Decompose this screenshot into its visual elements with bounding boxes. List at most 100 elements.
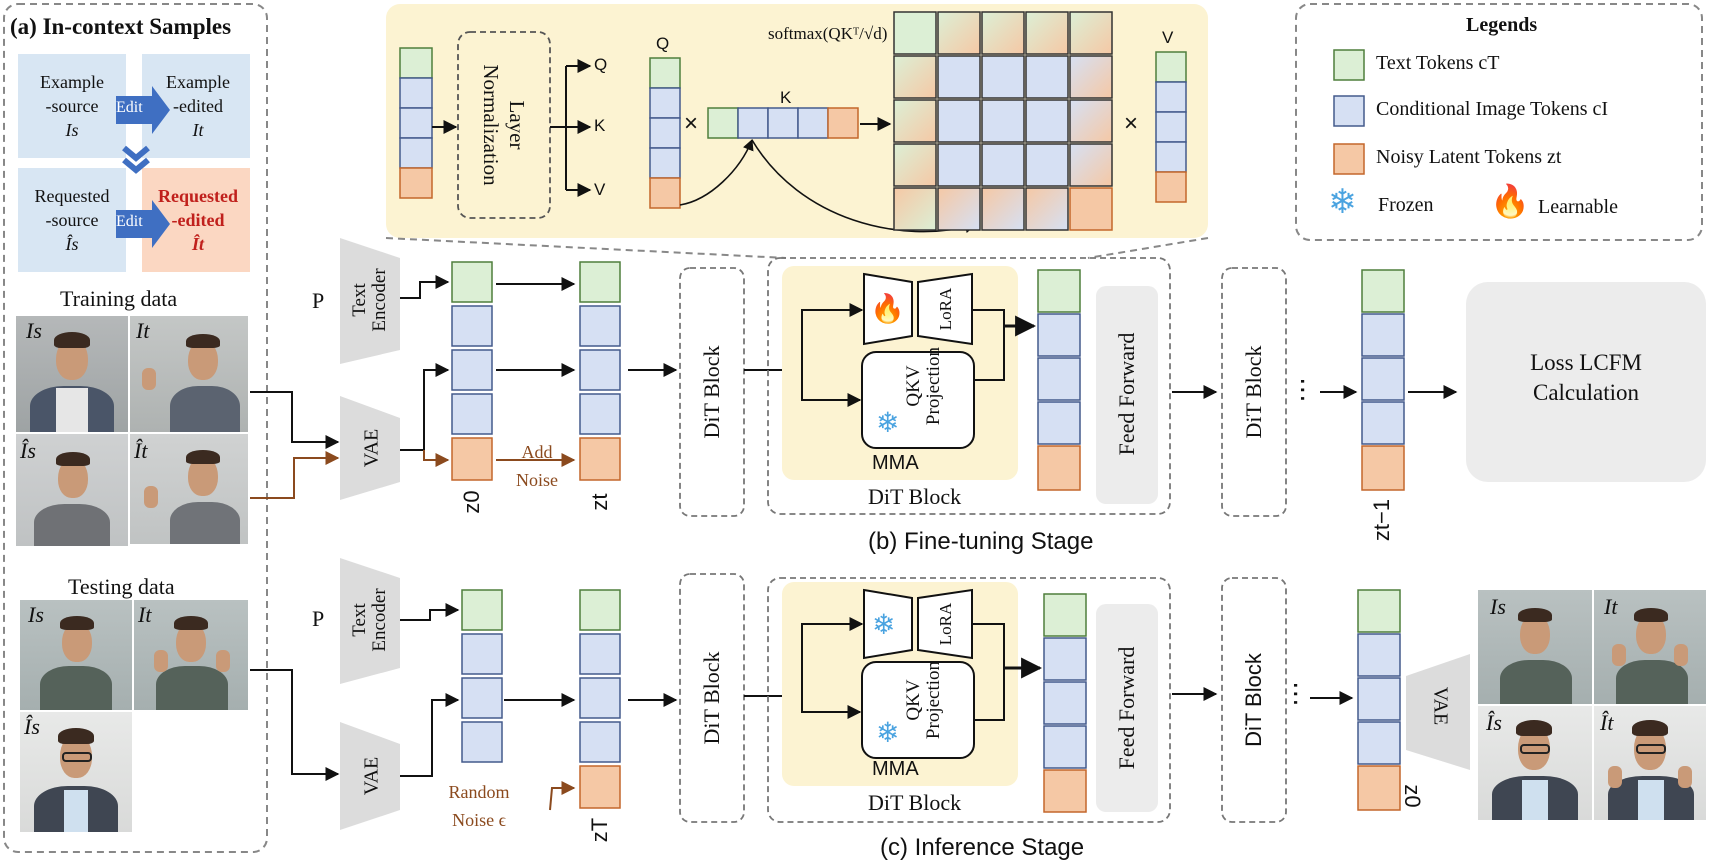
dit-block-1-finetune bbox=[679, 267, 745, 517]
inference-caption: (c) Inference Stage bbox=[880, 834, 1085, 861]
zT-tokens-inference bbox=[579, 589, 621, 809]
example-edited-line1: Example bbox=[166, 72, 230, 92]
snowflake-icon: ❄ bbox=[1328, 183, 1357, 221]
z0-tokens-inference bbox=[461, 589, 503, 763]
flame-icon: 🔥 bbox=[870, 293, 905, 324]
layer-norm-label: Layer Normalization bbox=[479, 64, 529, 186]
q-branch-label: Q bbox=[594, 55, 608, 74]
training-data-label: Training data bbox=[60, 286, 178, 311]
text-encoder-label-finetune: Text Encoder bbox=[349, 268, 390, 332]
legend-title: Legends bbox=[1466, 14, 1538, 36]
zt-minus-1-tokens bbox=[1361, 269, 1405, 491]
random-noise-line1: Random bbox=[448, 782, 510, 802]
training-image-requested-source bbox=[16, 434, 128, 546]
img-label-it-test: It bbox=[138, 602, 152, 627]
flame-icon: 🔥 bbox=[1490, 183, 1530, 219]
requested-source-line2: -source bbox=[45, 210, 99, 230]
chevron-down-icon bbox=[122, 157, 150, 174]
requested-source-line1: Requested bbox=[34, 186, 110, 206]
mma-label-finetune: MMA bbox=[872, 452, 919, 474]
img-label-is-test: Is bbox=[28, 602, 44, 627]
img-label-it-train: It bbox=[136, 318, 150, 343]
vae-decoder-shape bbox=[1406, 654, 1470, 770]
loss-line2: Calculation bbox=[1532, 380, 1640, 405]
training-image-target bbox=[130, 316, 248, 432]
lora-label-inference: LoRA bbox=[936, 602, 955, 646]
zt-minus-1-label: zt−1 bbox=[1369, 498, 1394, 542]
dit-block-detail-finetune bbox=[767, 257, 1171, 515]
panel-a-title: (a) In-context Samples bbox=[10, 14, 232, 39]
vae-encoder-shape bbox=[340, 396, 400, 500]
z0-out-tokens-inference bbox=[1357, 589, 1401, 811]
legend-noisy-tokens: Noisy Latent Tokens zt bbox=[1376, 146, 1562, 168]
chevron-down-icon bbox=[122, 145, 150, 162]
random-noise-label: Random Noise ϵ bbox=[434, 778, 524, 834]
edit-arrow-bottom bbox=[116, 200, 170, 248]
attention-matrix bbox=[893, 11, 1113, 231]
vae-encoder-shape-inf bbox=[340, 722, 400, 830]
lora-up-finetune bbox=[917, 272, 973, 346]
dit-block-label-1-finetune: DiT Block bbox=[699, 345, 724, 439]
example-source-label: Example -source Is bbox=[26, 70, 118, 142]
layer-norm-box bbox=[457, 31, 551, 219]
feed-forward-inference bbox=[1096, 604, 1158, 812]
mma-label-inference: MMA bbox=[872, 758, 919, 780]
lora-down-inference bbox=[863, 588, 913, 660]
text-encoder-label-inference: Text Encoder bbox=[349, 588, 390, 652]
legend-text-tokens: Text Tokens cT bbox=[1376, 52, 1500, 74]
k-tokens bbox=[707, 107, 859, 139]
feed-forward-label-inference: Feed Forward bbox=[1114, 646, 1139, 770]
requested-source-box bbox=[18, 168, 126, 272]
img-label-it-out: It bbox=[1604, 594, 1618, 619]
img-label-is-hat-out: Îs bbox=[1486, 710, 1502, 735]
vae-label-finetune: VAE bbox=[360, 428, 383, 468]
zt-label-finetune: zt bbox=[587, 493, 612, 511]
qkv-label-finetune: QKV Projection bbox=[903, 346, 944, 426]
vae-decoder-label: VAE bbox=[1429, 686, 1452, 726]
example-edited-symbol: It bbox=[192, 120, 204, 140]
snowflake-icon: ❄ bbox=[876, 717, 900, 748]
prompt-label-inference: P bbox=[312, 606, 325, 631]
legend-learnable: Learnable bbox=[1538, 196, 1618, 218]
loss-box bbox=[1466, 282, 1706, 482]
example-edited-line2: -edited bbox=[173, 96, 223, 116]
mma-out-tokens-finetune bbox=[1037, 269, 1081, 491]
legend-frame bbox=[1295, 3, 1703, 241]
loss-line1: Loss LCFM bbox=[1530, 350, 1642, 375]
legend-swatch-text bbox=[1333, 49, 1365, 81]
output-image-source bbox=[1478, 590, 1592, 704]
z0-tokens-finetune bbox=[451, 261, 493, 481]
dit-block-1-inference bbox=[679, 573, 745, 823]
output-image-target bbox=[1594, 590, 1706, 704]
add-noise-line1: Add bbox=[521, 442, 553, 462]
requested-edited-line2: -edited bbox=[171, 210, 225, 230]
finetune-caption: (b) Fine-tuning Stage bbox=[868, 528, 1094, 555]
snowflake-icon: ❄ bbox=[876, 407, 900, 438]
v-branch-label: V bbox=[594, 180, 606, 199]
legend-swatch-noisy bbox=[1333, 143, 1365, 175]
lora-up-inference bbox=[917, 588, 973, 660]
prompt-label-finetune: P bbox=[312, 288, 325, 313]
qkv-box-finetune bbox=[861, 351, 975, 449]
requested-edited-symbol: Ît bbox=[191, 234, 204, 254]
output-image-requested-source bbox=[1478, 706, 1592, 820]
attn-input-tokens bbox=[399, 47, 433, 199]
img-label-is-hat-train: Îs bbox=[20, 438, 36, 463]
k-branch-label: K bbox=[594, 116, 606, 135]
qkv-box-inference bbox=[861, 661, 975, 759]
dit-block-label-2-inference: DiT Block bbox=[1241, 653, 1266, 747]
q-stack-label: Q bbox=[656, 34, 670, 53]
requested-edited-label: Requested -edited Ît bbox=[146, 184, 250, 256]
add-noise-label: Add Noise bbox=[500, 438, 574, 494]
softmax-formula: softmax(QKᵀ/√d) bbox=[768, 24, 888, 43]
example-source-box bbox=[18, 54, 126, 158]
requested-source-label: Requested -source Îs bbox=[22, 184, 122, 256]
dit-block-2-inference bbox=[1221, 577, 1287, 823]
img-label-it-hat-train: Ît bbox=[134, 438, 148, 463]
training-image-source bbox=[16, 316, 128, 432]
times-symbol-1: × bbox=[684, 110, 699, 137]
times-symbol-2: × bbox=[1124, 110, 1139, 137]
testing-image-target bbox=[134, 600, 248, 710]
dit-block-label-1-inference: DiT Block bbox=[699, 651, 724, 745]
